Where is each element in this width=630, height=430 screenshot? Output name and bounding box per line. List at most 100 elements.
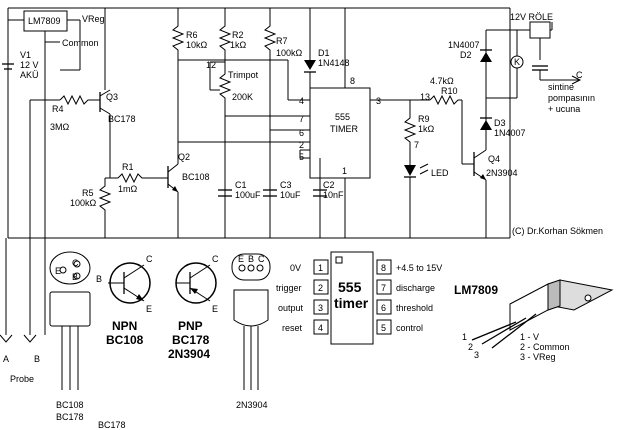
battery-v1: V1 12 V AKÜ bbox=[2, 50, 39, 80]
trimpot: 12 Trimpot 200K bbox=[206, 60, 310, 238]
svg-text:E: E bbox=[55, 266, 61, 276]
svg-text:200K: 200K bbox=[232, 92, 253, 102]
svg-text:V1: V1 bbox=[20, 50, 31, 60]
svg-text:BC178: BC178 bbox=[98, 420, 126, 430]
resistor-r7: R7 100kΩ bbox=[263, 8, 303, 238]
svg-text:R2: R2 bbox=[232, 30, 244, 40]
svg-text:+4.5 to 15V: +4.5 to 15V bbox=[396, 263, 442, 273]
svg-text:13: 13 bbox=[420, 92, 430, 102]
capacitor-c2: C2 10nF bbox=[313, 180, 344, 200]
svg-text:TIMER: TIMER bbox=[330, 124, 358, 134]
lm7809-regulator: LM7809 VReg Common bbox=[8, 10, 105, 71]
svg-text:D1: D1 bbox=[318, 48, 330, 58]
svg-text:1kΩ: 1kΩ bbox=[230, 40, 247, 50]
svg-text:C: C bbox=[576, 70, 583, 80]
svg-text:LM7809: LM7809 bbox=[28, 16, 61, 26]
svg-text:12V RÖLE: 12V RÖLE bbox=[510, 12, 553, 22]
resistor-r4: R4 3MΩ bbox=[50, 94, 100, 132]
svg-text:C1: C1 bbox=[235, 180, 247, 190]
svg-text:BC178: BC178 bbox=[108, 114, 136, 124]
svg-text:3: 3 bbox=[318, 303, 323, 313]
svg-text:2: 2 bbox=[468, 342, 473, 352]
diode-d1: D1 1N4148 bbox=[304, 8, 350, 100]
svg-text:control: control bbox=[396, 323, 423, 333]
svg-text:2 - Common: 2 - Common bbox=[520, 342, 570, 352]
svg-text:threshold: threshold bbox=[396, 303, 433, 313]
svg-text:sintine: sintine bbox=[548, 82, 574, 92]
svg-text:BC108: BC108 bbox=[182, 172, 210, 182]
svg-text:discharge: discharge bbox=[396, 283, 435, 293]
svg-text:4: 4 bbox=[318, 323, 323, 333]
svg-text:8: 8 bbox=[350, 76, 355, 86]
svg-text:C: C bbox=[146, 254, 153, 264]
svg-text:K: K bbox=[514, 57, 520, 67]
svg-text:trigger: trigger bbox=[276, 283, 302, 293]
svg-text:BC108: BC108 bbox=[56, 400, 84, 410]
svg-text:+ ucuna: + ucuna bbox=[548, 104, 580, 114]
to18-package: E C B BC108 BC178 BC178 bbox=[49, 251, 126, 430]
timer-555: 555 TIMER 4 7 6 2 5 1 8 3 bbox=[178, 8, 410, 238]
probe-a-label: A bbox=[3, 354, 9, 364]
transistor-q4: Q4 2N3904 bbox=[473, 149, 518, 238]
lm7809-package: LM7809 1 2 3 1 - V 2 - Common 3 - VReg bbox=[454, 279, 614, 362]
svg-text:NPN: NPN bbox=[112, 319, 137, 333]
svg-text:5: 5 bbox=[381, 323, 386, 333]
svg-text:E: E bbox=[146, 304, 152, 314]
svg-text:Q2: Q2 bbox=[178, 152, 190, 162]
svg-text:1: 1 bbox=[462, 332, 467, 342]
svg-text:R7: R7 bbox=[276, 36, 288, 46]
svg-text:C2: C2 bbox=[323, 180, 335, 190]
svg-text:555: 555 bbox=[338, 279, 362, 295]
svg-text:10kΩ: 10kΩ bbox=[186, 40, 208, 50]
svg-text:1: 1 bbox=[318, 263, 323, 273]
svg-text:3: 3 bbox=[474, 350, 479, 360]
svg-text:AKÜ: AKÜ bbox=[20, 70, 39, 80]
svg-text:BC178: BC178 bbox=[172, 333, 210, 347]
svg-text:1mΩ: 1mΩ bbox=[118, 184, 138, 194]
svg-text:6: 6 bbox=[299, 128, 304, 138]
svg-text:10uF: 10uF bbox=[280, 190, 301, 200]
svg-text:PNP: PNP bbox=[178, 319, 203, 333]
probe-b-label: B bbox=[34, 354, 40, 364]
resistor-r1: R1 1mΩ bbox=[105, 162, 168, 194]
svg-text:R1: R1 bbox=[122, 162, 134, 172]
resistor-r2: R2 1kΩ bbox=[218, 8, 247, 62]
svg-text:BC108: BC108 bbox=[106, 333, 144, 347]
copyright: (C) Dr.Korhan Sökmen bbox=[512, 226, 603, 236]
svg-text:R10: R10 bbox=[441, 86, 458, 96]
svg-text:12: 12 bbox=[206, 60, 216, 70]
svg-text:C3: C3 bbox=[280, 180, 292, 190]
svg-text:5: 5 bbox=[299, 152, 304, 162]
pnp-symbol: C E PNP BC178 2N3904 bbox=[168, 254, 219, 361]
probe-wires bbox=[0, 42, 60, 343]
svg-text:6: 6 bbox=[381, 303, 386, 313]
svg-text:E: E bbox=[238, 254, 244, 264]
svg-text:pompasının: pompasının bbox=[548, 93, 595, 103]
svg-text:1 - V: 1 - V bbox=[520, 332, 539, 342]
svg-text:R4: R4 bbox=[52, 104, 64, 114]
capacitor-c1: C1 100uF bbox=[218, 180, 261, 200]
led: LED bbox=[404, 163, 449, 238]
svg-text:LED: LED bbox=[431, 168, 449, 178]
svg-text:B: B bbox=[248, 254, 254, 264]
svg-text:2N3904: 2N3904 bbox=[236, 400, 268, 410]
transistor-q2: Q2 BC108 bbox=[167, 60, 210, 238]
svg-text:2: 2 bbox=[318, 283, 323, 293]
npn-symbol: B C E NPN BC108 bbox=[96, 254, 153, 347]
capacitor-c3: C3 10uF bbox=[263, 180, 301, 200]
svg-text:R5: R5 bbox=[82, 188, 94, 198]
svg-text:8: 8 bbox=[381, 263, 386, 273]
svg-text:Trimpot: Trimpot bbox=[228, 70, 259, 80]
svg-text:LM7809: LM7809 bbox=[454, 283, 498, 297]
svg-text:100kΩ: 100kΩ bbox=[70, 198, 97, 208]
svg-text:3 - VReg: 3 - VReg bbox=[520, 352, 556, 362]
resistor-r6: R6 10kΩ bbox=[171, 8, 208, 60]
svg-text:2N3904: 2N3904 bbox=[168, 347, 210, 361]
svg-text:output: output bbox=[278, 303, 304, 313]
transistor-q3: Q3 BC178 bbox=[99, 8, 136, 178]
svg-text:1N4007: 1N4007 bbox=[448, 40, 480, 50]
svg-text:3MΩ: 3MΩ bbox=[50, 122, 70, 132]
svg-text:R9: R9 bbox=[418, 114, 430, 124]
svg-text:C: C bbox=[212, 254, 219, 264]
svg-text:1N4007: 1N4007 bbox=[494, 128, 526, 138]
